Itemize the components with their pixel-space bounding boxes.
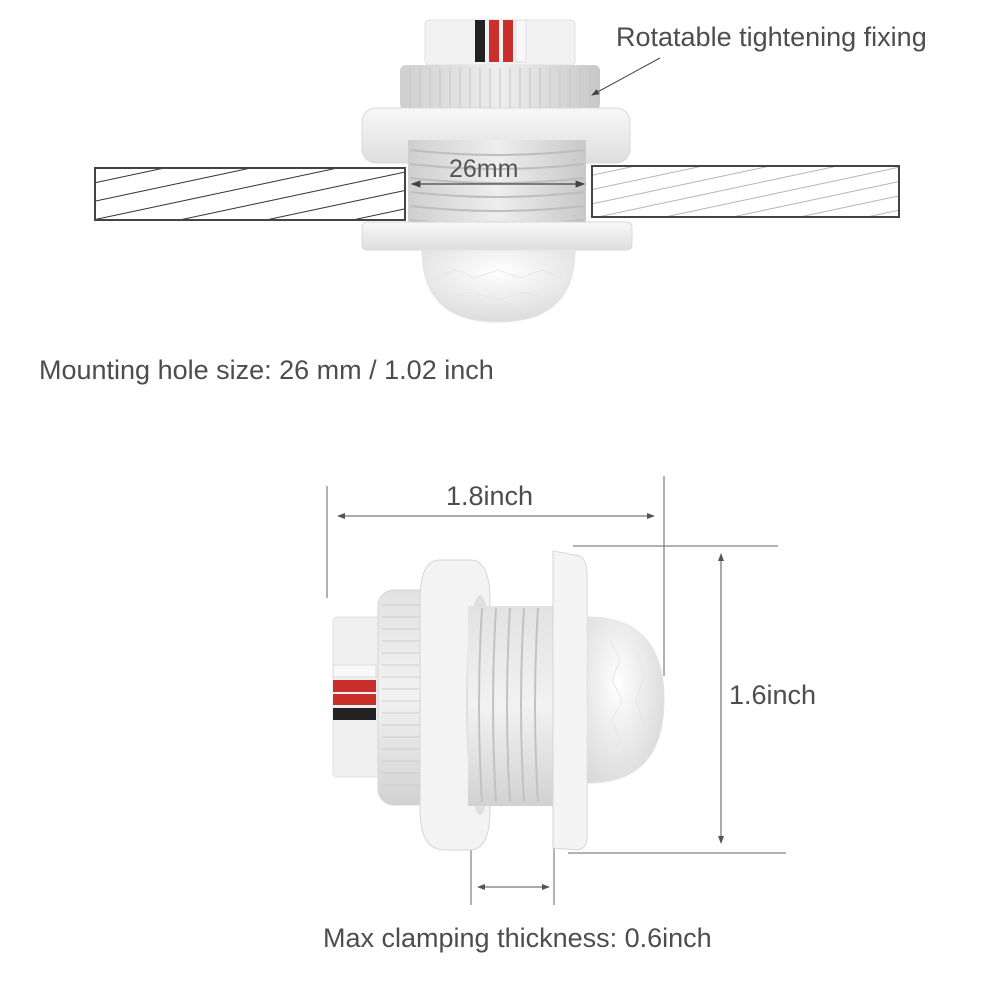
pir-dome bbox=[421, 249, 576, 323]
left-panel-section bbox=[94, 167, 406, 221]
right-panel-section bbox=[591, 165, 900, 218]
mounting-hole-caption: Mounting hole size: 26 mm / 1.02 inch bbox=[39, 355, 494, 385]
length-dimension-label: 1.8inch bbox=[446, 481, 534, 511]
side-threaded-body bbox=[468, 606, 554, 806]
side-pir-dome bbox=[586, 616, 665, 784]
clamping-thickness-caption: Max clamping thickness: 0.6inch bbox=[323, 923, 712, 953]
front-flange bbox=[552, 550, 588, 851]
hole-dimension-label: 26mm bbox=[449, 155, 519, 183]
height-dimension-label: 1.6inch bbox=[729, 680, 817, 710]
callout-rotatable-fixing: Rotatable tightening fixing bbox=[616, 22, 927, 52]
callout-leader bbox=[591, 57, 661, 96]
